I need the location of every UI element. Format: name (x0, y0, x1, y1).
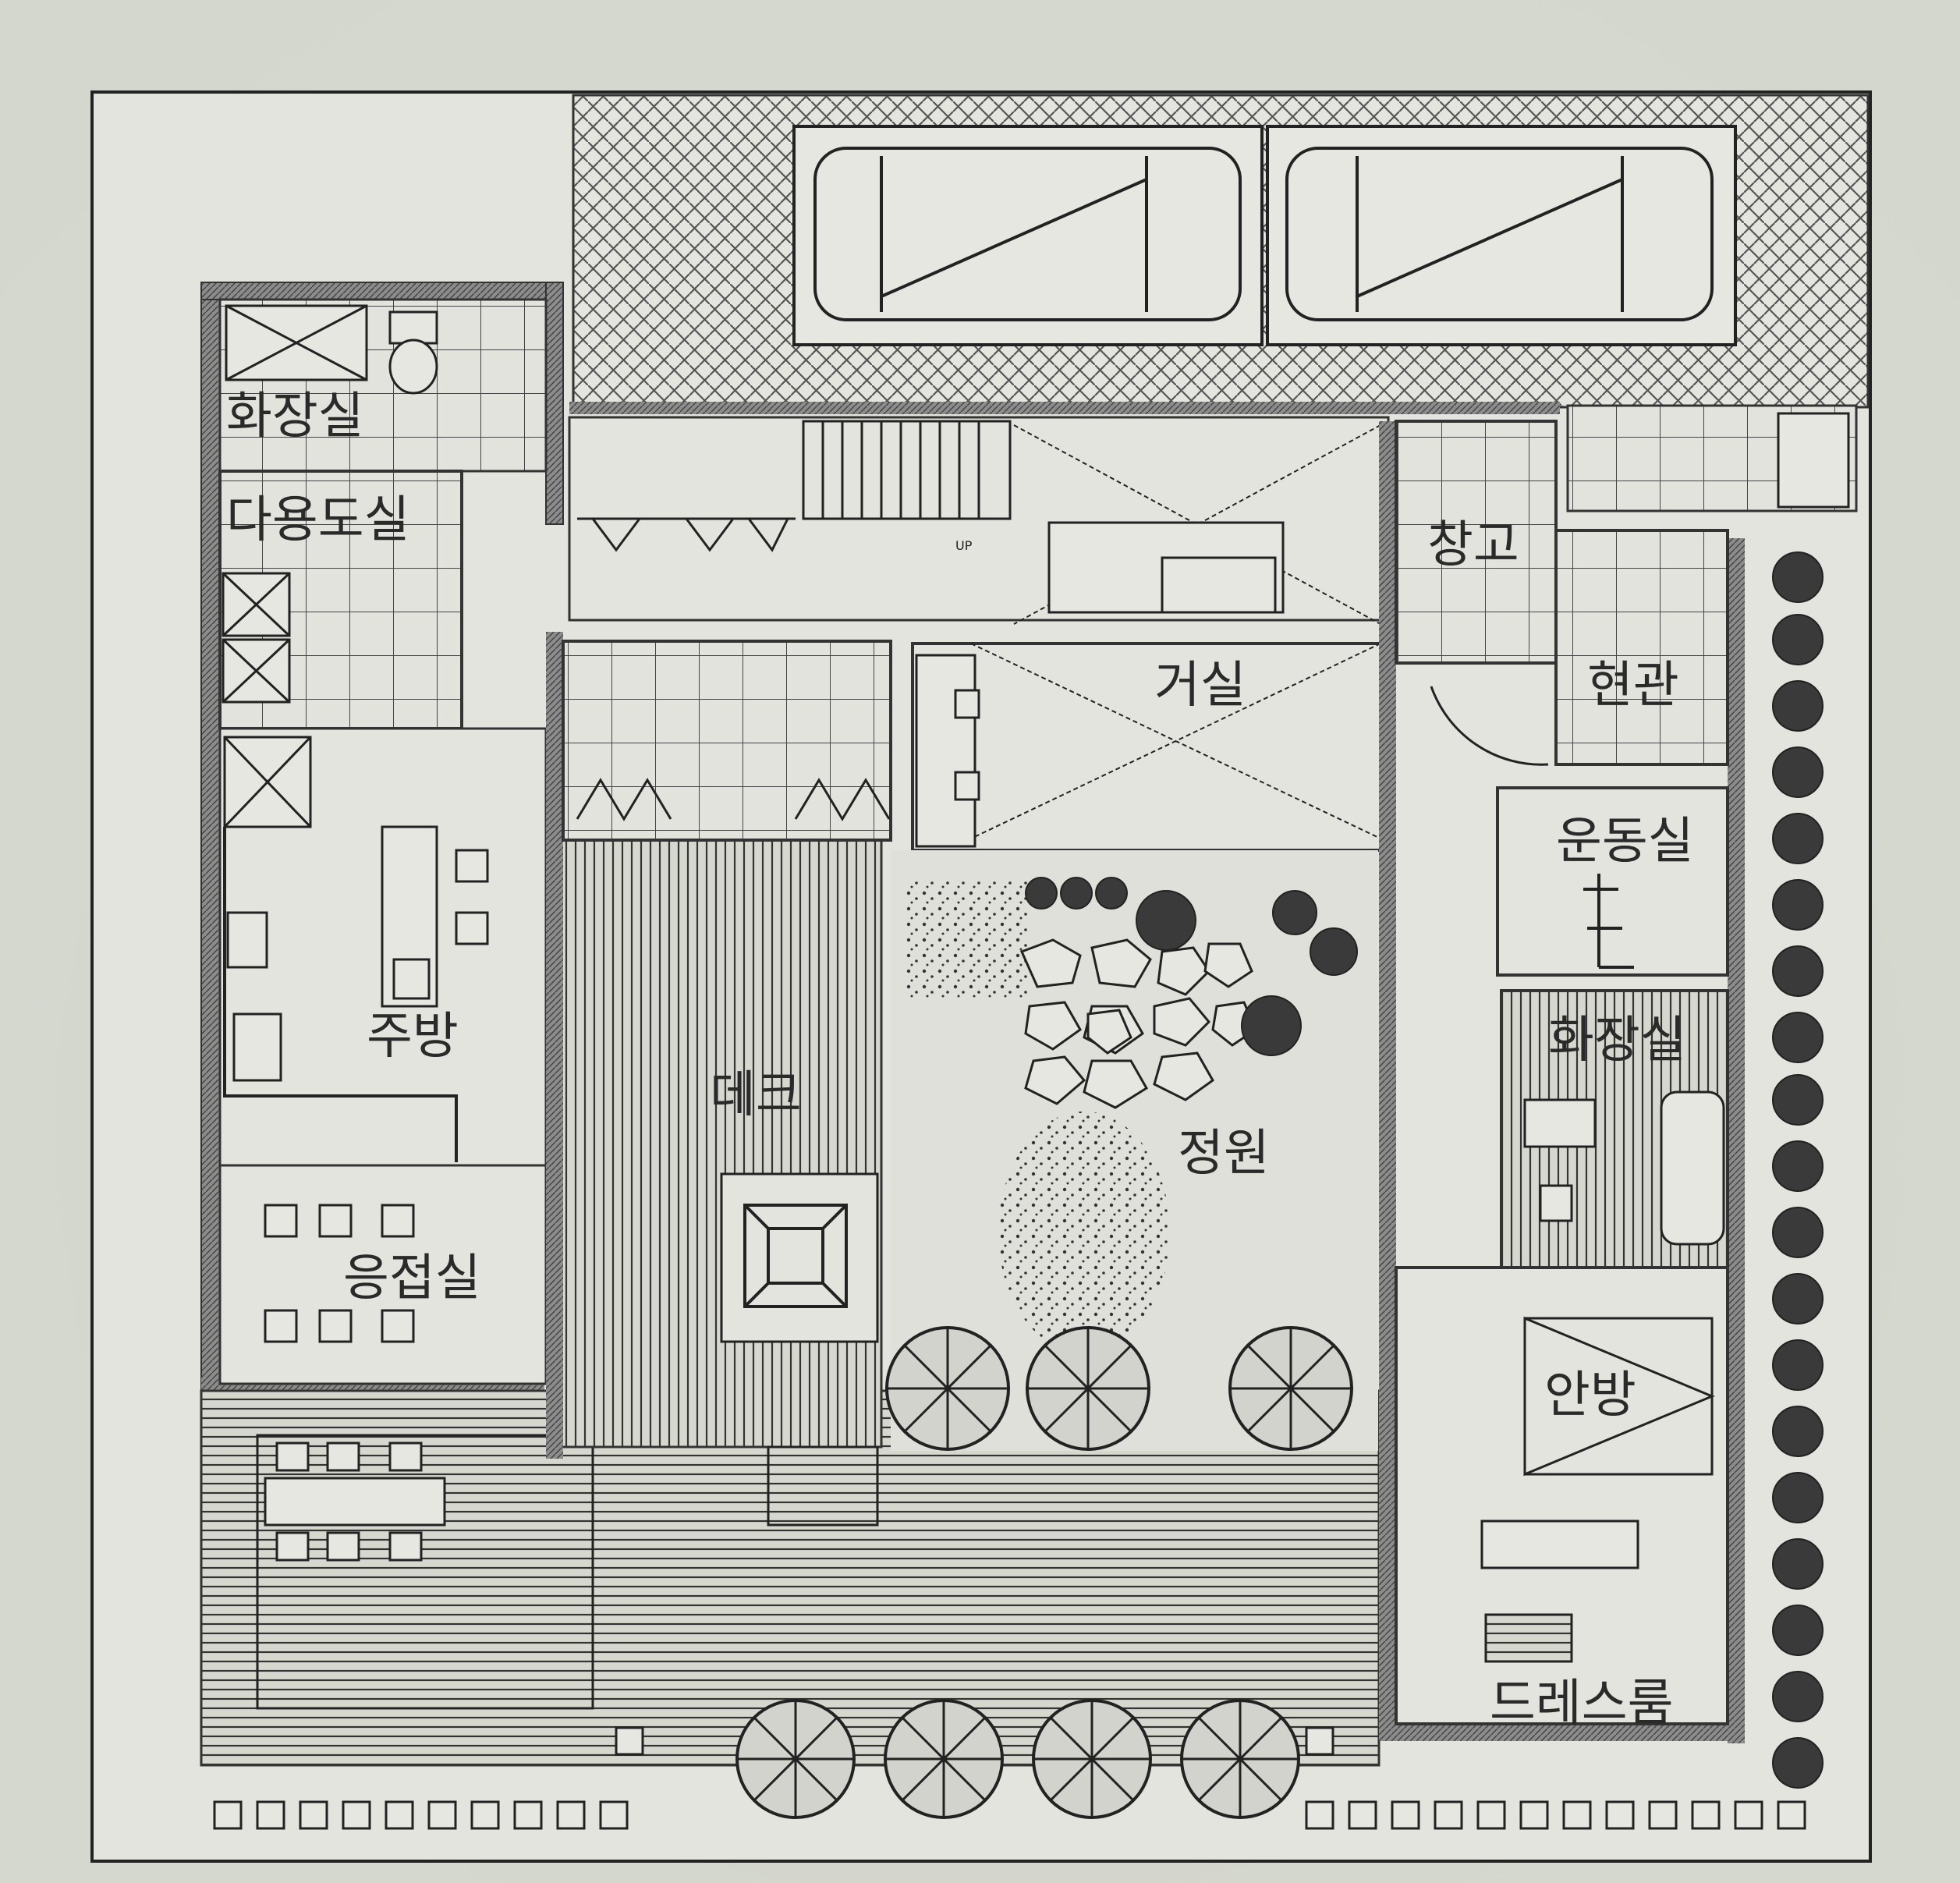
living-room-cross (970, 643, 1381, 839)
wall-left-inner (545, 282, 564, 525)
sunroom (562, 640, 892, 842)
garden-gravel-1 (905, 881, 1030, 998)
wall-right-outer (1728, 538, 1745, 1743)
wall-right-bottom (1379, 1724, 1745, 1741)
wall-left-top (200, 282, 559, 300)
stepping-stones-icon (1019, 938, 1257, 1109)
hedge-row-icon (1772, 551, 1824, 1789)
storage-room (1395, 420, 1558, 665)
deck (556, 837, 883, 1449)
label-utility-room: 다용도실 (226, 491, 410, 549)
label-bathroom-2: 화장실 (1548, 1012, 1686, 1069)
paving-squares-icon (213, 1726, 1806, 1830)
fire-pit-icon (743, 1204, 848, 1308)
label-reception-room: 응접실 (343, 1250, 481, 1307)
wall-left-outer (200, 282, 221, 1453)
shower-cross (225, 304, 367, 381)
stove-icon (226, 911, 268, 969)
kitchen-counter (223, 827, 458, 1162)
fridge-cross (223, 736, 312, 828)
toilet-icon (388, 310, 438, 395)
shrub-icons (1025, 877, 1358, 1056)
reception-room (218, 1164, 548, 1385)
label-entrance: 현관 (1587, 657, 1679, 715)
outer-deck-inner (256, 1434, 594, 1710)
island-sink-icon (392, 958, 431, 1000)
wall-right-inner (1379, 421, 1396, 1739)
label-master-bedroom: 안방 (1544, 1367, 1636, 1424)
stairs-icon (802, 420, 1012, 520)
bottom-tree-icons (735, 1699, 1300, 1819)
wall-garage-bottom (569, 402, 1560, 414)
exercise-equipment-icon (1583, 874, 1634, 969)
vanity-icon (1523, 1098, 1597, 1148)
deck-inner-platform (720, 1172, 879, 1343)
sink-icon (232, 1012, 282, 1082)
living-room (911, 642, 1382, 852)
entrance (1554, 529, 1729, 766)
dresser-icon (1484, 1613, 1573, 1663)
car-2-icon (1266, 125, 1737, 346)
label-storage-room: 창고 (1427, 516, 1519, 574)
entrance-door-swing (1430, 686, 1549, 766)
label-garden: 정원 (1178, 1125, 1270, 1183)
bathroom-1 (218, 298, 548, 473)
washer-icon (222, 572, 291, 704)
wardrobe-icon (1480, 1520, 1639, 1569)
dining-chairs-icon (264, 1442, 446, 1562)
tv-icon (1161, 556, 1277, 614)
wall-center-left (546, 632, 563, 1459)
stair-up-label: UP (955, 538, 973, 553)
label-kitchen: 주방 (367, 1008, 459, 1066)
bed-frame (1523, 1317, 1714, 1476)
label-dress-room: 드레스룸 (1490, 1675, 1674, 1732)
sunroom-zigzag-2 (794, 778, 891, 821)
garden-gravel-2 (998, 1112, 1170, 1353)
gym (1496, 786, 1729, 977)
sofa-icon (915, 654, 980, 848)
bar-stool-icons (455, 849, 489, 945)
label-deck: 데크 (710, 1066, 802, 1124)
label-gym: 운동실 (1556, 813, 1694, 871)
closet-doors-icon (577, 517, 796, 552)
label-living-room: 거실 (1154, 657, 1246, 715)
large-tree-icons (885, 1326, 1353, 1451)
top-right-bath-fixture (1777, 412, 1850, 509)
car-1-icon (792, 125, 1264, 346)
reception-chairs-icon (264, 1204, 415, 1343)
deck-steps (767, 1445, 879, 1527)
toilet-2-icon (1539, 1184, 1573, 1222)
sunroom-zigzag-1 (576, 778, 672, 821)
label-bathroom-1: 화장실 (226, 388, 364, 445)
bathtub-icon (1660, 1090, 1725, 1246)
